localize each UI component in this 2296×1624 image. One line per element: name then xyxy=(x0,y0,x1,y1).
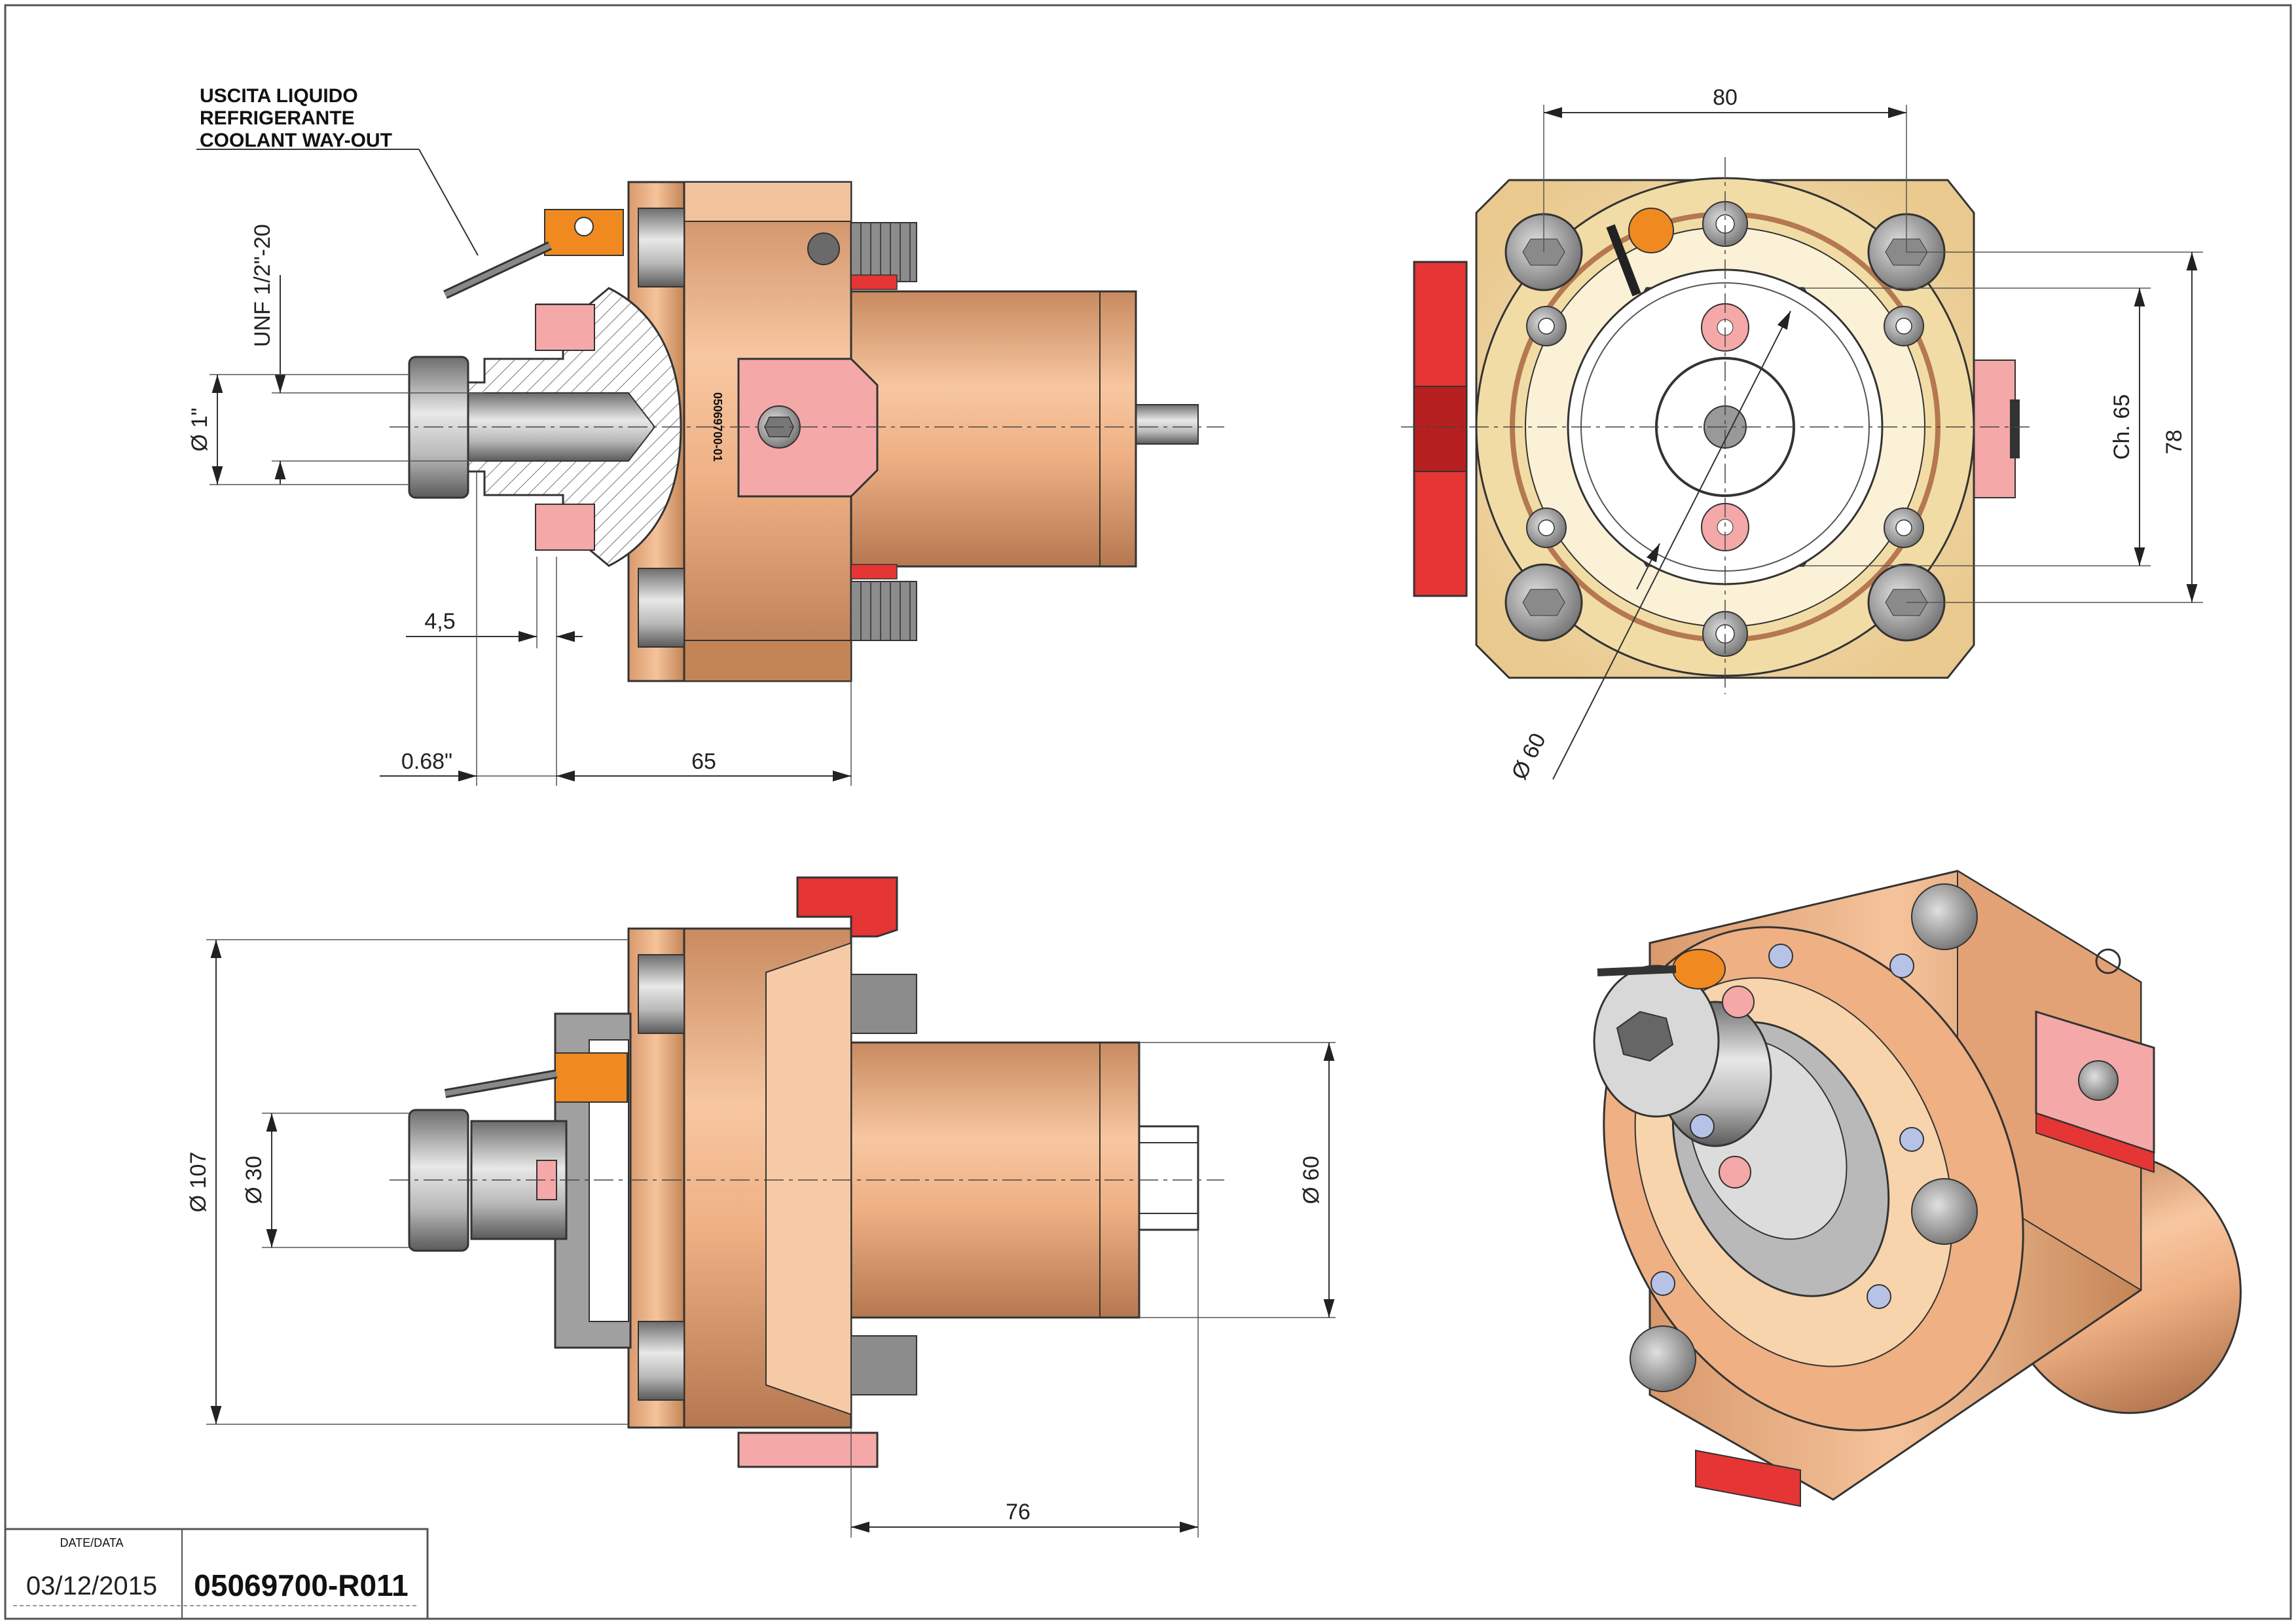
dim-dia-60-side: Ø 60 xyxy=(1299,1156,1324,1204)
top-view-dimensions xyxy=(206,939,1336,1538)
dim-dia-107: Ø 107 xyxy=(186,1152,211,1213)
isometric-view xyxy=(1593,870,2242,1507)
dim-thread: UNF 1/2"-20 xyxy=(250,224,275,347)
title-block: DATE/DATA 03/12/2015 05069700-R011 xyxy=(4,1528,429,1620)
dim-dia-30: Ø 30 xyxy=(242,1156,266,1204)
drawing-date: 03/12/2015 xyxy=(26,1572,157,1600)
dim-4-5: 4,5 xyxy=(424,609,455,634)
dim-80: 80 xyxy=(1713,85,1738,110)
side-section-view: 05069700-01 xyxy=(196,149,1224,682)
front-view-dimensions xyxy=(1543,105,2203,780)
dim-76: 76 xyxy=(1006,1500,1030,1524)
coolant-note-line1: USCITA LIQUIDO xyxy=(200,85,358,107)
coolant-note-line2: REFRIGERANTE xyxy=(200,107,355,129)
labels: USCITA LIQUIDO REFRIGERANTE COOLANT WAY-… xyxy=(186,85,2187,1524)
top-view xyxy=(390,876,1224,1468)
side-view-dimensions xyxy=(210,275,852,786)
dim-0-68: 0.68" xyxy=(401,749,452,774)
dim-dia-1in: Ø 1" xyxy=(187,408,212,452)
date-label: DATE/DATA xyxy=(60,1536,123,1549)
sheet-border xyxy=(4,4,2292,1620)
dim-65: 65 xyxy=(691,749,716,774)
coolant-note-line3: COOLANT WAY-OUT xyxy=(200,130,392,151)
drawing-code: 05069700-R011 xyxy=(194,1568,408,1602)
dim-78: 78 xyxy=(2162,430,2187,454)
dim-ch-65: Ch. 65 xyxy=(2109,394,2134,460)
dim-dia-60-front: Ø 60 xyxy=(1507,729,1551,784)
front-view xyxy=(1401,157,2030,694)
part-mark: 05069700-01 xyxy=(711,392,724,462)
coolant-fitting xyxy=(443,209,624,299)
